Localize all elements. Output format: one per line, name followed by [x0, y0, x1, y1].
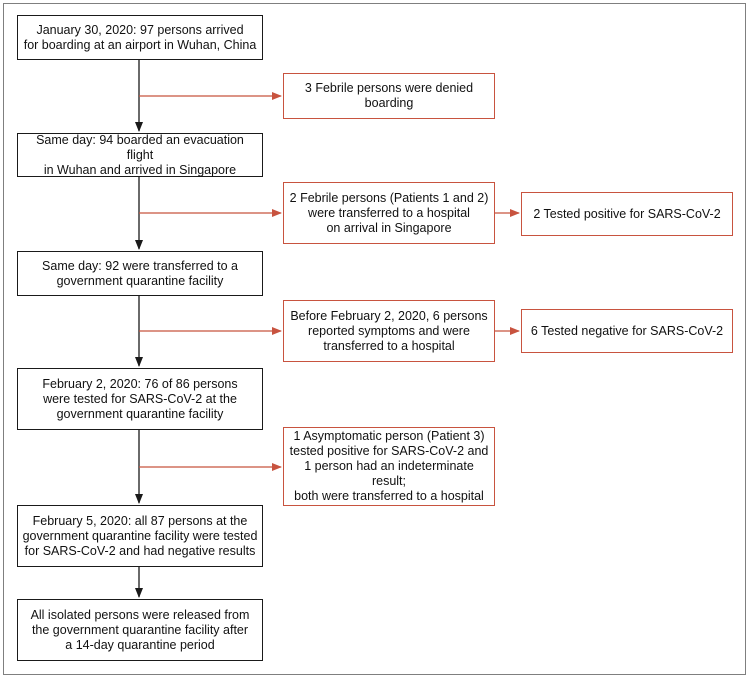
step-evacuation-flight-box: Same day: 94 boarded an evacuation fligh…: [17, 133, 263, 177]
step-release-box: All isolated persons were released from …: [17, 599, 263, 661]
side-symptomatic-6-box: Before February 2, 2020, 6 persons repor…: [283, 300, 495, 362]
step-feb5-testing-box: February 5, 2020: all 87 persons at the …: [17, 505, 263, 567]
step-arrival-box: January 30, 2020: 97 persons arrived for…: [17, 15, 263, 60]
step-quarantine-transfer-box: Same day: 92 were transferred to a gover…: [17, 251, 263, 296]
outcome-positive-box: 2 Tested positive for SARS-CoV-2: [521, 192, 733, 236]
side-patient-3-box: 1 Asymptomatic person (Patient 3) tested…: [283, 427, 495, 506]
side-denied-boarding-box: 3 Febrile persons were denied boarding: [283, 73, 495, 119]
step-feb2-testing-box: February 2, 2020: 76 of 86 persons were …: [17, 368, 263, 430]
side-patients-1-2-box: 2 Febrile persons (Patients 1 and 2) wer…: [283, 182, 495, 244]
figure-frame: [3, 3, 746, 675]
outcome-negative-box: 6 Tested negative for SARS-CoV-2: [521, 309, 733, 353]
